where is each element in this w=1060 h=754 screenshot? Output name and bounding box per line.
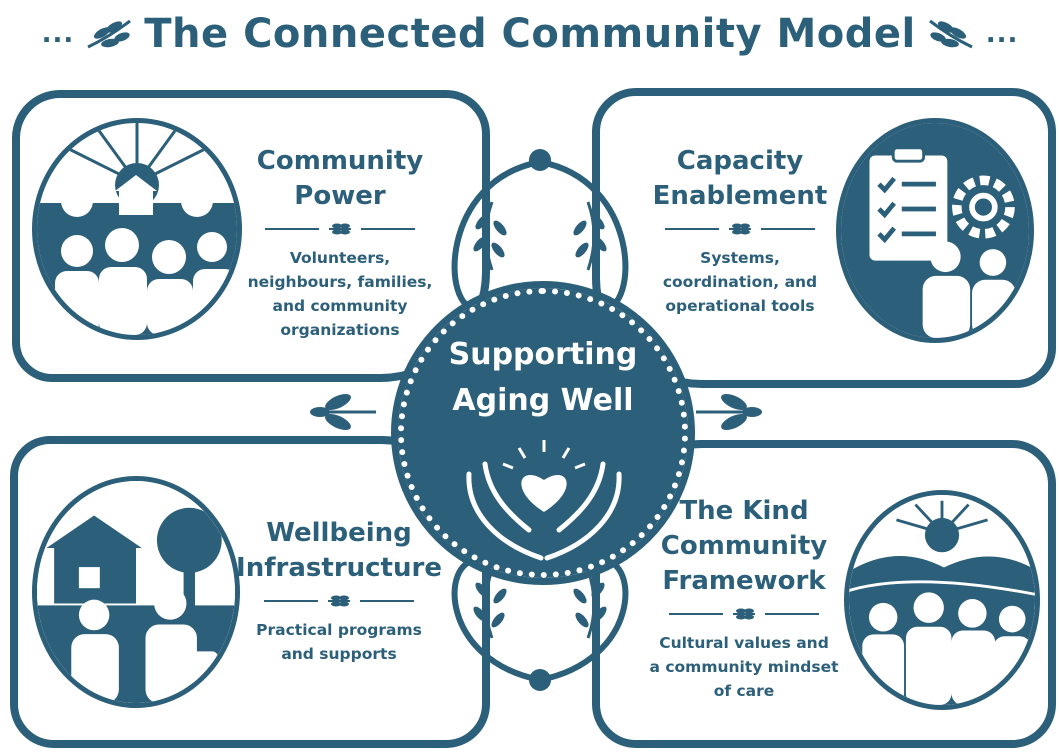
center-circle: Supporting Aging Well — [391, 281, 695, 585]
title-dots-left: ... — [41, 19, 75, 49]
divider — [245, 222, 435, 236]
community-power-description: Volunteers, neighbours, families, and co… — [247, 249, 433, 339]
connector-ring — [451, 149, 629, 691]
divider — [640, 607, 848, 621]
leaf-sprig-icon — [928, 19, 973, 49]
kind-community-framework-text: The Kind Community Framework Cultural va… — [640, 494, 848, 703]
title-row: ... The Connected Community Model ... — [0, 4, 1060, 64]
wellbeing-infrastructure-title: Wellbeing Infrastructure — [236, 518, 442, 583]
leaf-sprig-icon — [696, 393, 762, 431]
connector-dot — [529, 669, 551, 691]
leaf-sprig-icon — [733, 608, 755, 620]
leaf-sprig-icon — [473, 201, 507, 271]
leaf-sprig-icon — [87, 19, 132, 49]
leaf-sprig-icon — [573, 569, 607, 639]
planning-illustration — [836, 118, 1034, 343]
title-dots-right: ... — [985, 19, 1019, 49]
community-power-text: Community Power Volunteers, neighbours, … — [245, 144, 435, 342]
capacity-enablement-title: Capacity Enablement — [652, 146, 828, 211]
page-title: The Connected Community Model — [144, 11, 916, 57]
community-power-title: Community Power — [256, 146, 424, 211]
leaf-sprig-icon — [473, 569, 507, 639]
wellbeing-infrastructure-description: Practical programs and supports — [256, 621, 422, 663]
leaf-sprig-icon — [310, 393, 376, 431]
sunrise-group-illustration — [844, 490, 1040, 710]
center-title: Supporting Aging Well — [448, 337, 638, 418]
connector-dot — [529, 149, 551, 171]
capacity-enablement-description: Systems, coordination, and operational t… — [662, 249, 818, 315]
heart-hands-icon — [466, 440, 622, 561]
kind-community-framework-title: The Kind Community Framework — [660, 496, 828, 596]
wellbeing-infrastructure-text: Wellbeing Infrastructure Practical progr… — [236, 516, 442, 666]
kind-community-framework-description: Cultural values and a community mindset … — [649, 634, 839, 700]
leaf-sprig-icon — [729, 223, 751, 235]
capacity-enablement-text: Capacity Enablement Systems, coordinatio… — [640, 144, 840, 318]
leaf-sprig-icon — [329, 223, 351, 235]
leaf-sprig-icon — [328, 595, 350, 607]
divider — [236, 594, 442, 608]
community-people-illustration — [32, 118, 242, 340]
house-garden-illustration — [32, 476, 240, 708]
divider — [640, 222, 840, 236]
leaf-sprig-icon — [573, 201, 607, 271]
